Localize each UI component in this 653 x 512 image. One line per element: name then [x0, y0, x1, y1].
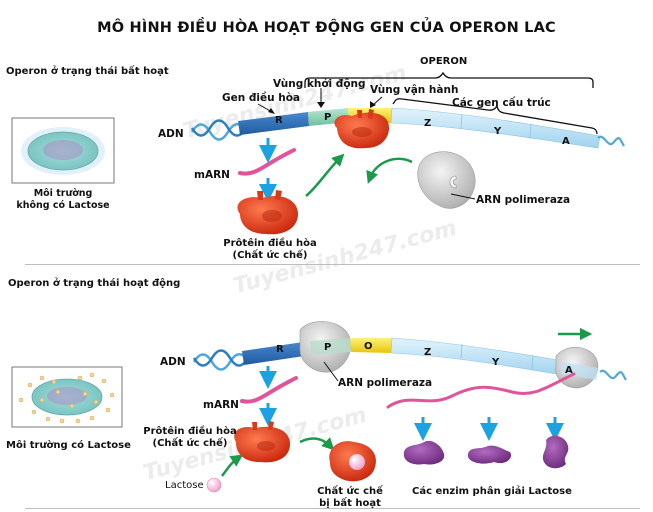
gene-structural-bottom — [390, 337, 571, 377]
inactivated-label-line: bị bất hoạt — [319, 498, 381, 509]
gene-P-bottom — [310, 338, 351, 355]
dna-end-bottom — [599, 369, 627, 381]
repressor-label: Prôtêin điều hòa (Chất ức chế) — [205, 238, 335, 262]
gene-letter: Y — [491, 357, 500, 368]
gene-letter: A — [565, 365, 573, 376]
inactivated-label-line: Chất ức chế — [317, 486, 383, 497]
polymerase-label: ARN polimeraza — [476, 194, 571, 206]
structural-genes-brace — [392, 98, 598, 135]
gene-letter: P — [324, 342, 331, 353]
promoter-label: Vùng khởi động — [273, 78, 366, 90]
mrna-bottom — [240, 376, 298, 404]
lactose-binding-arrow — [220, 454, 244, 477]
gene-O-bottom — [350, 338, 392, 353]
gene-letter: P — [324, 112, 331, 123]
enzyme-beta-galactosidase — [403, 440, 445, 465]
dna-end-top — [597, 135, 625, 147]
active-heading: Operon ở trạng thái hoạt động — [8, 278, 181, 289]
gene-letter: O — [364, 341, 373, 352]
gene-R-bottom — [242, 341, 311, 365]
rna-polymerase-top — [417, 151, 476, 209]
repressor-bound — [334, 109, 390, 149]
section-divider — [25, 508, 640, 509]
gene-letter: Z — [424, 118, 431, 129]
operon-label: OPERON — [420, 56, 468, 67]
repressor-label-line: Prôtêin điều hòa — [143, 426, 237, 437]
repressor-protein-top — [237, 190, 298, 235]
lactose-label: Lactose — [165, 480, 204, 491]
binding-arrow — [305, 153, 345, 197]
environment-label-line: không có Lactose — [16, 200, 110, 211]
environment-label-active: Môi trường có Lactose — [6, 440, 131, 451]
section-divider — [25, 264, 640, 265]
mrna-polycistronic — [386, 372, 576, 409]
gene-R-top — [238, 112, 309, 135]
gene-letter: A — [562, 136, 570, 147]
blocked-arrow — [366, 157, 413, 184]
gene-letter: Z — [424, 347, 431, 358]
inactivated-repressor-label: Chất ức chế bị bất hoạt — [308, 486, 392, 510]
structural-genes-label: Các gen cấu trúc — [452, 97, 551, 109]
mrna-label: mARN — [203, 399, 239, 411]
dna-helix-top — [190, 119, 248, 141]
enzyme-transacetylase — [542, 435, 569, 469]
mrna-top — [238, 148, 296, 176]
cell-no-lactose — [11, 117, 115, 184]
regulator-gene-label: Gen điều hòa — [222, 92, 301, 104]
mrna-label: mARN — [194, 169, 230, 181]
dna-label: ADN — [158, 128, 184, 140]
dna-helix-bottom — [192, 349, 250, 371]
gene-letter: R — [276, 344, 284, 355]
dna-label: ADN — [160, 356, 186, 368]
diagram-title: MÔ HÌNH ĐIỀU HÒA HOẠT ĐỘNG GEN CỦA OPERO… — [97, 20, 556, 36]
inactive-heading: Operon ở trạng thái bất hoạt — [6, 66, 169, 77]
inactivation-arrow — [299, 437, 335, 451]
repressor-label-line: (Chất ức chế) — [232, 250, 308, 261]
gene-structural-top — [390, 107, 601, 149]
polymerase-label: ARN polimeraza — [338, 377, 433, 389]
operon-brace — [304, 71, 594, 88]
lactose-molecule — [206, 477, 222, 493]
enzymes-label: Các enzim phân giải Lactose — [412, 486, 572, 497]
repressor-inactivated — [329, 441, 376, 482]
environment-label-inactive: Môi trường không có Lactose — [12, 188, 114, 212]
cell-with-lactose — [11, 366, 123, 428]
enzyme-permease — [467, 445, 512, 464]
environment-label-line: Môi trường — [33, 188, 93, 199]
repressor-label-line: Prôtêin điều hòa — [223, 238, 317, 249]
gene-letter: Y — [493, 126, 502, 137]
repressor-protein-bottom — [234, 421, 290, 463]
gene-letter: R — [275, 115, 283, 126]
operator-label: Vùng vận hành — [370, 84, 459, 96]
repressor-label: Prôtêin điều hòa (Chất ức chế) — [140, 426, 240, 450]
repressor-label-line: (Chất ức chế) — [152, 438, 228, 449]
